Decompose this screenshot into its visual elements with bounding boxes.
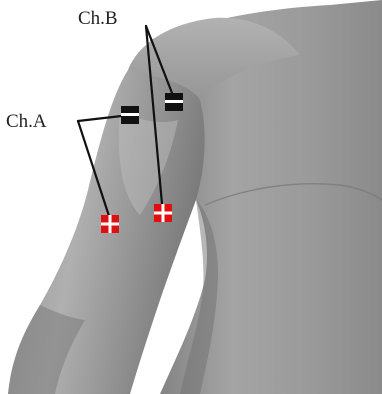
electrode-a-negative [121, 106, 139, 124]
electrode-b-negative [165, 93, 183, 111]
electrode-a-positive [101, 215, 119, 233]
electrode-b-positive [154, 204, 172, 222]
channel-a-label: Ch.A [6, 111, 47, 132]
channel-b-label: Ch.B [78, 8, 118, 29]
